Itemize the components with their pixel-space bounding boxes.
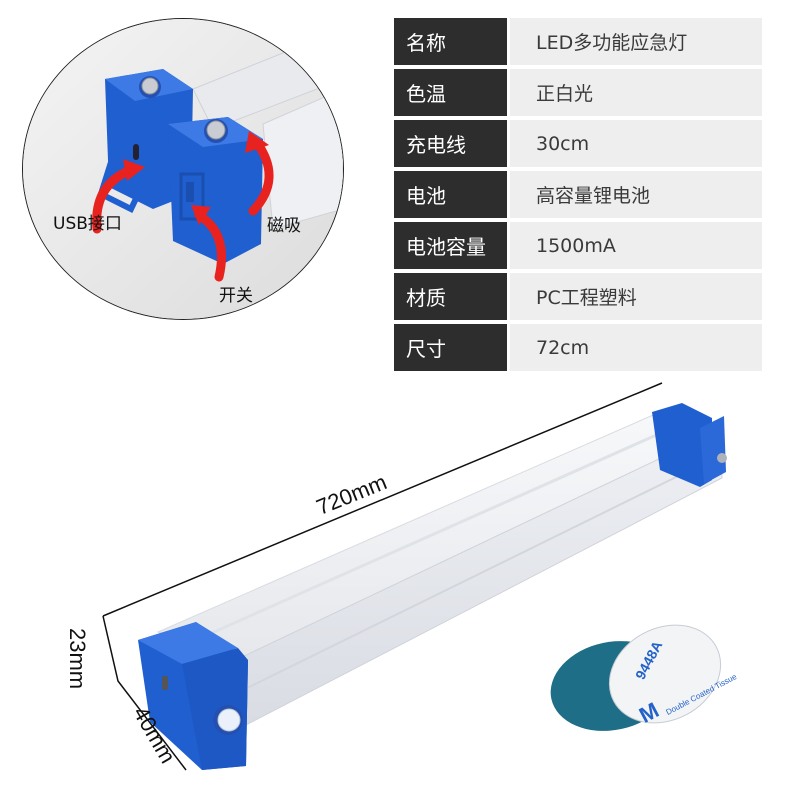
spec-value: 高容量锂电池 [510,171,762,218]
spec-row-cable: 充电线 30cm [394,120,762,167]
spec-row-color-temp: 色温 正白光 [394,69,762,116]
spec-label: 电池 [394,171,507,218]
end-cap-closeup-image [23,19,343,319]
spec-label: 尺寸 [394,324,507,371]
spec-row-battery: 电池 高容量锂电池 [394,171,762,218]
spec-label: 材质 [394,273,507,320]
spec-table: 名称 LED多功能应急灯 色温 正白光 充电线 30cm 电池 高容量锂电池 电… [394,18,762,375]
spec-value: 72cm [510,324,762,371]
spec-value: 1500mA [510,222,762,269]
spec-label: 名称 [394,18,507,65]
spec-row-name: 名称 LED多功能应急灯 [394,18,762,65]
spec-value: LED多功能应急灯 [510,18,762,65]
spec-label: 电池容量 [394,222,507,269]
spec-value: 正白光 [510,69,762,116]
spec-value: 30cm [510,120,762,167]
spec-row-material: 材质 PC工程塑料 [394,273,762,320]
spec-row-size: 尺寸 72cm [394,324,762,371]
callout-magnet: 磁吸 [267,216,301,236]
callout-switch: 开关 [219,286,253,306]
spec-row-capacity: 电池容量 1500mA [394,222,762,269]
spec-value: PC工程塑料 [510,273,762,320]
spec-label: 色温 [394,69,507,116]
detail-closeup: USB接口 磁吸 开关 [22,18,344,320]
magnetic-sticker-icon [550,624,722,731]
spec-label: 充电线 [394,120,507,167]
callout-usb-port: USB接口 [53,214,122,234]
dimension-height: 23mm [65,628,90,690]
